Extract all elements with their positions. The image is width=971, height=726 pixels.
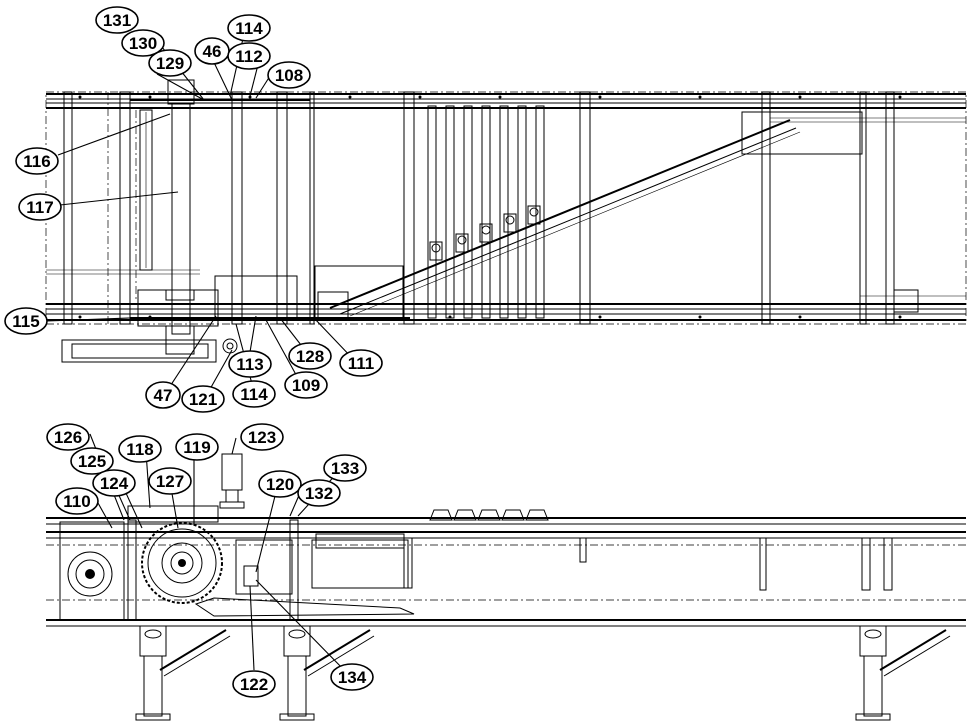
svg-text:130: 130 [129, 34, 157, 53]
callout-118: 118 [118, 435, 162, 463]
support-leg-3 [855, 625, 951, 721]
diagonal-guide [329, 119, 801, 317]
svg-text:114: 114 [235, 19, 263, 38]
svg-text:120: 120 [266, 475, 294, 494]
pivot-devices [429, 205, 541, 261]
callout-134: 134 [330, 663, 374, 691]
svg-text:110: 110 [63, 492, 90, 511]
bottom-side-rail [46, 269, 966, 321]
callout-122: 122 [232, 670, 276, 698]
svg-text:116: 116 [23, 152, 50, 171]
callout-114-top: 114 [227, 14, 271, 42]
callout-120: 120 [258, 470, 302, 498]
svg-text:46: 46 [203, 42, 222, 61]
callout-131: 131 [95, 6, 139, 34]
svg-text:112: 112 [235, 47, 262, 66]
callout-115: 115 [4, 307, 48, 335]
callout-119: 119 [175, 433, 219, 461]
svg-text:122: 122 [240, 675, 268, 694]
callout-126: 126 [46, 423, 90, 451]
svg-text:117: 117 [26, 198, 53, 217]
callout-113: 113 [228, 350, 272, 378]
diverter-lanes [427, 105, 545, 319]
callout-127: 127 [148, 467, 192, 495]
callout-balloons: 131 130 129 46 114 112 108 116 117 115 4… [4, 6, 383, 698]
callout-130: 130 [121, 29, 165, 57]
svg-text:128: 128 [296, 347, 324, 366]
callout-121: 121 [181, 385, 225, 413]
vertical-posts [127, 519, 893, 621]
callout-46: 46 [194, 37, 230, 65]
callout-129: 129 [148, 49, 192, 77]
callout-112: 112 [227, 42, 271, 70]
svg-text:118: 118 [126, 440, 153, 459]
callout-117: 117 [18, 193, 62, 221]
svg-text:47: 47 [154, 386, 173, 405]
svg-text:108: 108 [275, 66, 303, 85]
callout-123: 123 [240, 423, 284, 451]
callout-125: 125 [70, 447, 114, 475]
callout-132: 132 [297, 479, 341, 507]
top-side-rail [46, 93, 966, 123]
svg-text:127: 127 [156, 472, 184, 491]
svg-text:132: 132 [305, 484, 333, 503]
svg-text:114: 114 [240, 385, 268, 404]
callout-111: 111 [339, 349, 383, 377]
callout-124: 124 [92, 469, 136, 497]
svg-text:131: 131 [103, 11, 131, 30]
drive-shaft [139, 79, 195, 355]
svg-text:125: 125 [78, 452, 106, 471]
cross-members [63, 91, 895, 325]
callout-116: 116 [15, 147, 59, 175]
svg-text:111: 111 [348, 354, 375, 373]
svg-text:134: 134 [338, 668, 367, 687]
callout-114-bottom: 114 [232, 380, 276, 408]
svg-text:133: 133 [331, 459, 359, 478]
product-carriers [429, 509, 549, 521]
support-leg-2 [279, 625, 375, 721]
motor-plate [61, 289, 238, 363]
svg-text:129: 129 [156, 54, 184, 73]
callout-108: 108 [267, 61, 311, 89]
svg-text:124: 124 [100, 474, 129, 493]
svg-text:115: 115 [12, 312, 39, 331]
support-leg-1 [135, 625, 231, 721]
frame-rails [46, 517, 966, 627]
svg-text:113: 113 [236, 355, 263, 374]
plan-view [45, 79, 967, 363]
svg-text:123: 123 [248, 428, 276, 447]
callout-109: 109 [284, 371, 328, 399]
svg-text:126: 126 [54, 428, 82, 447]
bolt-holes-top [78, 95, 902, 319]
side-elevation [46, 453, 966, 721]
callout-133: 133 [323, 454, 367, 482]
drive-sprocket [141, 522, 223, 604]
svg-text:119: 119 [183, 438, 210, 457]
cylinder-123 [219, 453, 245, 509]
svg-text:121: 121 [189, 390, 217, 409]
callout-128: 128 [288, 342, 332, 370]
callout-110: 110 [55, 487, 99, 515]
svg-text:109: 109 [292, 376, 320, 395]
callout-47: 47 [145, 381, 181, 409]
